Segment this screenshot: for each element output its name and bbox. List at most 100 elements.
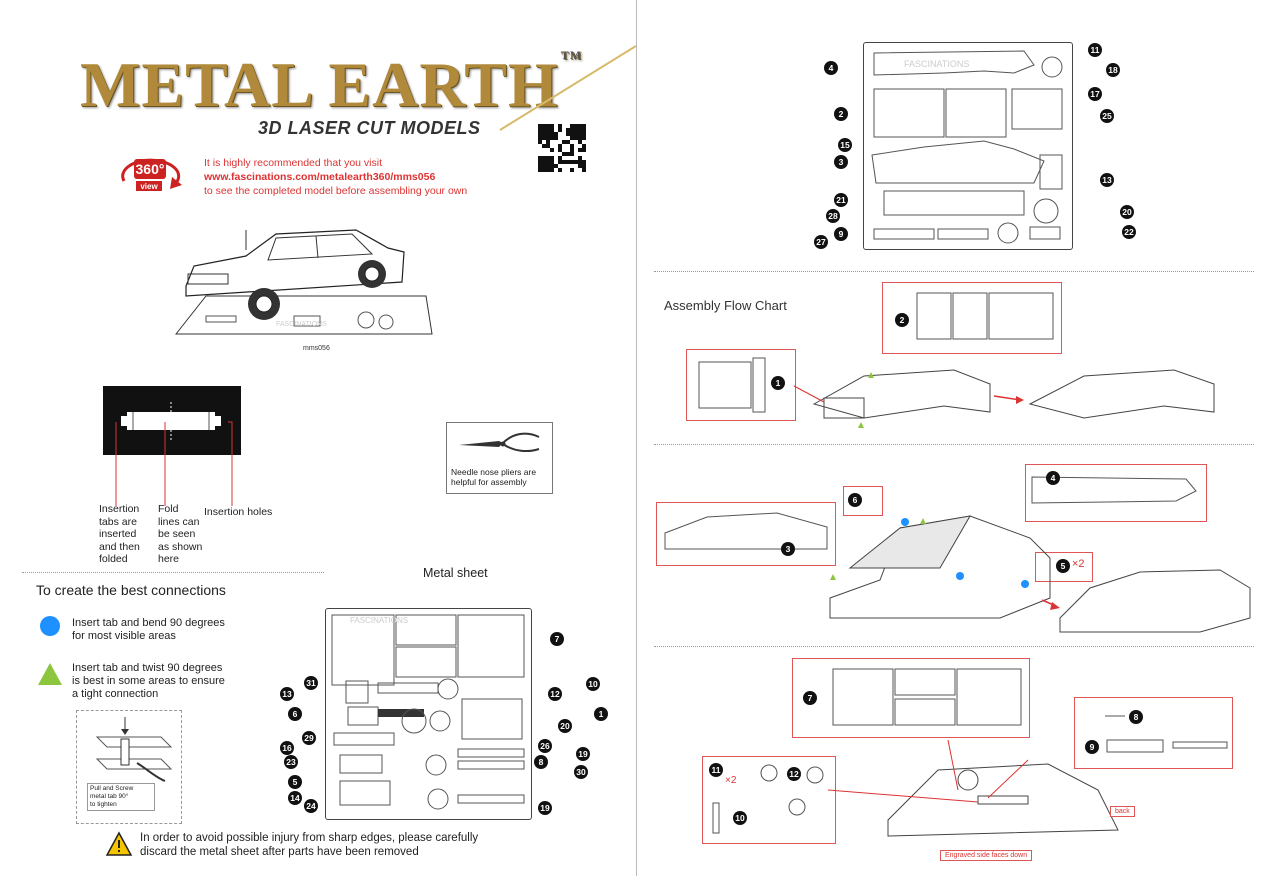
step-num-12: 12: [787, 767, 801, 781]
part-number-callout: 31: [304, 676, 318, 690]
sheet-right-watermark: FASCINATIONS: [904, 59, 969, 69]
pliers-icon: [459, 432, 540, 453]
pliers-note-line1: Needle nose pliers are: [451, 467, 537, 477]
metal-sheet-title: Metal sheet: [423, 566, 488, 580]
connections-title: To create the best connections: [36, 582, 226, 598]
part-number-callout: 26: [538, 739, 552, 753]
part-number-callout: 13: [1100, 173, 1114, 187]
part-number-callout: 16: [280, 741, 294, 755]
step-num-11: 11: [709, 763, 723, 777]
part-number-callout: 21: [834, 193, 848, 207]
step-part-1-box: 1: [686, 349, 796, 421]
step-part-6-box: 6: [843, 486, 883, 516]
warning-icon: [105, 831, 133, 861]
insertion-leader-lines: [115, 421, 233, 506]
step-part-2-box: 2: [882, 282, 1062, 354]
badge-view-text: view: [140, 182, 158, 191]
view-360-icon: 360° view: [116, 153, 186, 195]
flow-divider-3: [654, 646, 1254, 647]
part-number-callout: 29: [302, 731, 316, 745]
part-number-callout: 2: [834, 107, 848, 121]
part-number-callout: 25: [1100, 109, 1114, 123]
rec-line3: to see the completed model before assemb…: [204, 185, 468, 197]
part-number-callout: 5: [288, 775, 302, 789]
trademark: TM: [560, 48, 583, 62]
x2-label-a: ×2: [1072, 558, 1085, 570]
sheet-left-watermark: FASCINATIONS: [350, 616, 408, 625]
label-insertion-holes: Insertion holes: [204, 506, 273, 518]
qr-code-icon: [538, 124, 586, 172]
car-illustration: FASCINATIONS: [174, 224, 433, 344]
page-divider: [636, 0, 637, 876]
model-code: mms056: [303, 345, 330, 352]
rec-line1: It is highly recommended that you visit: [204, 157, 382, 169]
engraved-label: Engraved side faces down: [940, 850, 1033, 861]
step-num-3: 3: [781, 542, 795, 556]
part-number-callout: 23: [284, 755, 298, 769]
part-number-callout: 14: [288, 791, 302, 805]
flow-chart-title: Assembly Flow Chart: [664, 298, 787, 313]
step-part-7-box: 7: [792, 658, 1030, 738]
x2-label-b: ×2: [725, 775, 737, 786]
step-part-8-9-box: 8 9: [1074, 697, 1233, 769]
part-number-callout: 1: [594, 707, 608, 721]
part-number-callout: 24: [304, 799, 318, 813]
badge-360-text: 360°: [136, 161, 165, 177]
step-num-8: 8: [1129, 710, 1143, 724]
step-num-2: 2: [895, 313, 909, 327]
flow-divider-1: [654, 271, 1254, 272]
part-number-callout: 11: [1088, 43, 1102, 57]
part-number-callout: 17: [1088, 87, 1102, 101]
part-number-callout: 9: [834, 227, 848, 241]
gold-line-decoration: [499, 45, 637, 131]
part-number-callout: 30: [574, 765, 588, 779]
pliers-note-box: Needle nose pliers are helpful for assem…: [446, 422, 553, 494]
part-number-callout: 7: [550, 632, 564, 646]
back-label: back: [1110, 806, 1135, 817]
step3-assembly: [827, 739, 1119, 837]
part-number-callout: 13: [280, 687, 294, 701]
warning-text: In order to avoid possible injury from s…: [140, 832, 479, 858]
step-num-4: 4: [1046, 471, 1060, 485]
step-num-1: 1: [771, 376, 785, 390]
brand-subtitle: 3D LASER CUT MODELS: [258, 118, 481, 138]
car-watermark: FASCINATIONS: [276, 321, 327, 328]
part-number-callout: 20: [558, 719, 572, 733]
step-num-9: 9: [1085, 740, 1099, 754]
part-number-callout: 3: [834, 155, 848, 169]
part-number-callout: 6: [288, 707, 302, 721]
part-number-callout: 20: [1120, 205, 1134, 219]
step2-assembly: [829, 515, 1251, 633]
step-part-4-box: 4: [1025, 464, 1207, 522]
part-number-callout: 8: [534, 755, 548, 769]
step-part-5-box: 5 ×2: [1035, 552, 1093, 582]
insertion-diagram: [103, 386, 241, 455]
part-number-callout: 10: [586, 677, 600, 691]
part-number-callout: 19: [576, 747, 590, 761]
part-number-callout: 12: [548, 687, 562, 701]
green-triangle-icon: [38, 663, 62, 685]
step-num-7: 7: [803, 691, 817, 705]
section-divider: [22, 572, 324, 573]
step-part-10-11-12-box: 11 ×2 12 10: [702, 756, 836, 844]
part-number-callout: 4: [824, 61, 838, 75]
recommendation-text: It is highly recommended that you visit …: [204, 156, 467, 198]
step-num-6: 6: [848, 493, 862, 507]
part-number-callout: 22: [1122, 225, 1136, 239]
rec-url[interactable]: www.fascinations.com/metalearth360/mms05…: [204, 171, 436, 183]
step-num-10: 10: [733, 811, 747, 825]
part-number-callout: 27: [814, 235, 828, 249]
flow-divider-2: [654, 444, 1254, 445]
step-part-3-box: [656, 502, 836, 566]
step-num-5: 5: [1056, 559, 1070, 573]
blue-dot-icon: [40, 616, 60, 636]
